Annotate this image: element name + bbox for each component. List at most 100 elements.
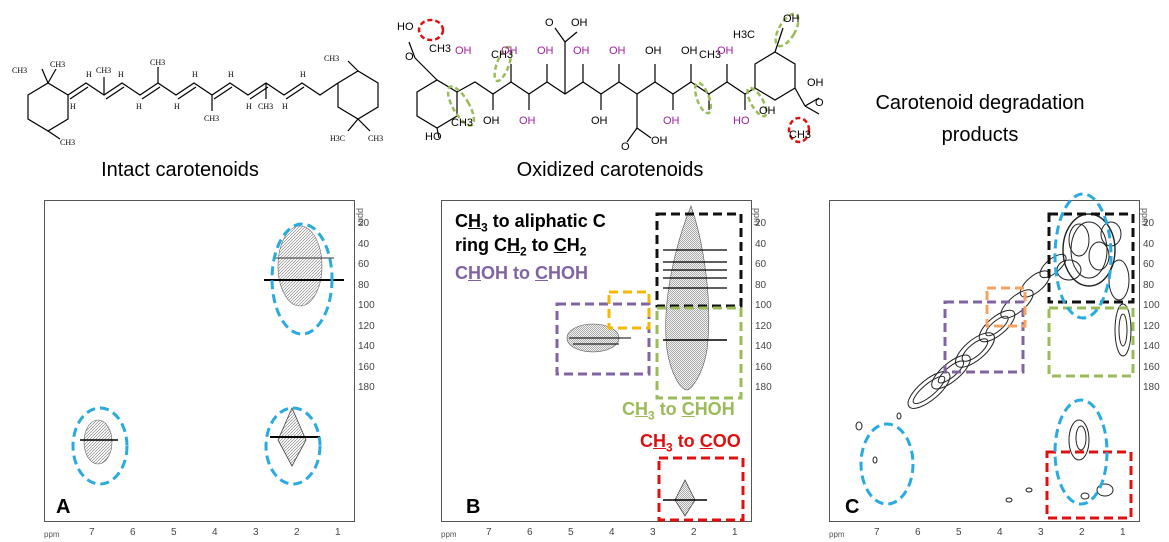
ch3-label: CH3 [491, 49, 513, 61]
oh-label: OH [591, 115, 608, 127]
oh-label: OH [537, 45, 554, 57]
oh-label: OH [783, 13, 800, 25]
circle-a-3 [264, 406, 322, 486]
ppm-label-x-a: ppm [44, 530, 60, 539]
box-b-yellow [607, 290, 651, 330]
ch3-label: CH3 [96, 66, 111, 75]
circle-c-2 [859, 422, 915, 506]
x-tick-label: 7 [89, 527, 95, 538]
ch3-label: CH3 [50, 60, 65, 69]
circle-a-1 [270, 222, 334, 336]
caption-oxidized: Oxidized carotenoids [516, 159, 704, 181]
box-c-purple [943, 300, 1025, 374]
y-tick-label: 40 [1143, 238, 1155, 250]
label-ch3-choh: CH3 to CHOH [622, 399, 735, 423]
y-tick-label: 20 [358, 218, 370, 229]
ho-label: HO [397, 21, 414, 33]
h-label: H [174, 102, 180, 111]
ch3-label: CH3 [324, 54, 339, 63]
circle-c-1 [1053, 192, 1113, 320]
y-tick-label: 80 [755, 279, 767, 291]
x-tick-label: 5 [956, 527, 962, 538]
y-tick-label: 120 [358, 320, 375, 332]
box-b-red [657, 456, 745, 522]
x-tick-label: 6 [130, 527, 136, 538]
oh-label: OH [759, 105, 776, 117]
y-tick-label: 20 [755, 218, 767, 229]
y-tick-label: 60 [358, 259, 370, 270]
x-tick-label: 4 [609, 527, 615, 538]
h3c-label: H3C [733, 29, 755, 41]
circle-a-2 [71, 406, 129, 486]
ppm-label-x-c: ppm [829, 530, 845, 539]
panel-label-a: A [56, 496, 71, 518]
x-tick-label: 3 [650, 527, 656, 538]
ho-label: HO [425, 131, 442, 143]
x-tick-label: 4 [212, 527, 218, 538]
oh-label: OH [501, 45, 518, 57]
h-label: H [246, 102, 252, 111]
y-tick-label: 140 [1143, 341, 1160, 352]
o-label: O [815, 97, 824, 109]
y-tick-label: 140 [358, 341, 375, 352]
o-label: O [405, 51, 414, 63]
h-label: H [118, 70, 124, 79]
oxidized-carotenoid-structure: HO O CH3 HO CH3 OH CH3 OH OH OH OH O OH … [397, 12, 824, 153]
ho-label: HO [733, 115, 750, 127]
y-tick-label: 100 [755, 300, 772, 311]
box-c-green [1047, 306, 1135, 378]
caption-degradation-line2: products [941, 124, 1019, 146]
y-tick-label: 20 [1143, 218, 1155, 229]
y-tick-label: 100 [1143, 300, 1160, 311]
ch3-label: CH3 [204, 114, 219, 123]
o-label: O [621, 141, 630, 153]
label-ch3-aliphatic: CH3 to aliphatic C [455, 211, 606, 235]
ch3-label: CH3 [150, 58, 165, 67]
label-ch3-coo: CH3 to COO [640, 431, 741, 455]
x-tick-label: 7 [486, 527, 492, 538]
panel-label-b: B [466, 496, 481, 518]
x-tick-label: 5 [568, 527, 574, 538]
x-tick-label: 2 [1079, 527, 1085, 538]
x-tick-label: 2 [691, 527, 697, 538]
ch3-label: CH3 [12, 66, 27, 75]
x-tick-label: 6 [527, 527, 533, 538]
peak-b-coo [674, 479, 696, 517]
y-tick-label: 80 [358, 279, 370, 291]
x-tick-label: 1 [732, 527, 738, 538]
x-tick-label: 6 [915, 527, 921, 538]
x-tick-label: 1 [1120, 527, 1126, 538]
caption-intact: Intact carotenoids [101, 159, 259, 181]
y-tick-label: 80 [1143, 279, 1155, 291]
caption-degradation-line1: Carotenoid degradation [875, 92, 1085, 114]
circle-c-3 [1053, 398, 1109, 506]
y-tick-label: 160 [1143, 361, 1160, 373]
oh-label: OH [663, 115, 680, 127]
peak-a-2 [83, 419, 113, 465]
x-tick-label: 3 [1038, 527, 1044, 538]
h-label: H [282, 102, 288, 111]
x-tick-label: 3 [253, 527, 259, 538]
y-tick-label: 160 [755, 361, 772, 373]
h3c-label: H3C [330, 134, 345, 143]
ch3-label: CH3 [429, 43, 451, 55]
ch3-label: CH3 [368, 134, 383, 143]
ppm-label-y-a: ppm [356, 208, 366, 226]
box-b-black [655, 212, 743, 308]
ppm-label-y-c: ppm [1140, 208, 1150, 226]
y-tick-label: 160 [358, 361, 375, 373]
box-c-black [1047, 212, 1135, 304]
h-label: H [192, 70, 198, 79]
ch3-label: CH3 [258, 102, 273, 111]
peak-a-1 [277, 225, 323, 307]
h-label: H [86, 70, 92, 79]
caption-degradation: Carotenoid degradation products [860, 90, 1100, 148]
y-tick-label: 120 [755, 320, 772, 332]
box-c-orange [985, 286, 1027, 328]
h-label: H [300, 70, 306, 79]
box-b-purple [555, 302, 651, 376]
x-tick-label: 4 [997, 527, 1003, 538]
label-choh: CHOH to CHOH [455, 263, 588, 283]
panel-c [829, 200, 1140, 522]
label-ring: ring CH2 to CH2 [455, 235, 587, 259]
